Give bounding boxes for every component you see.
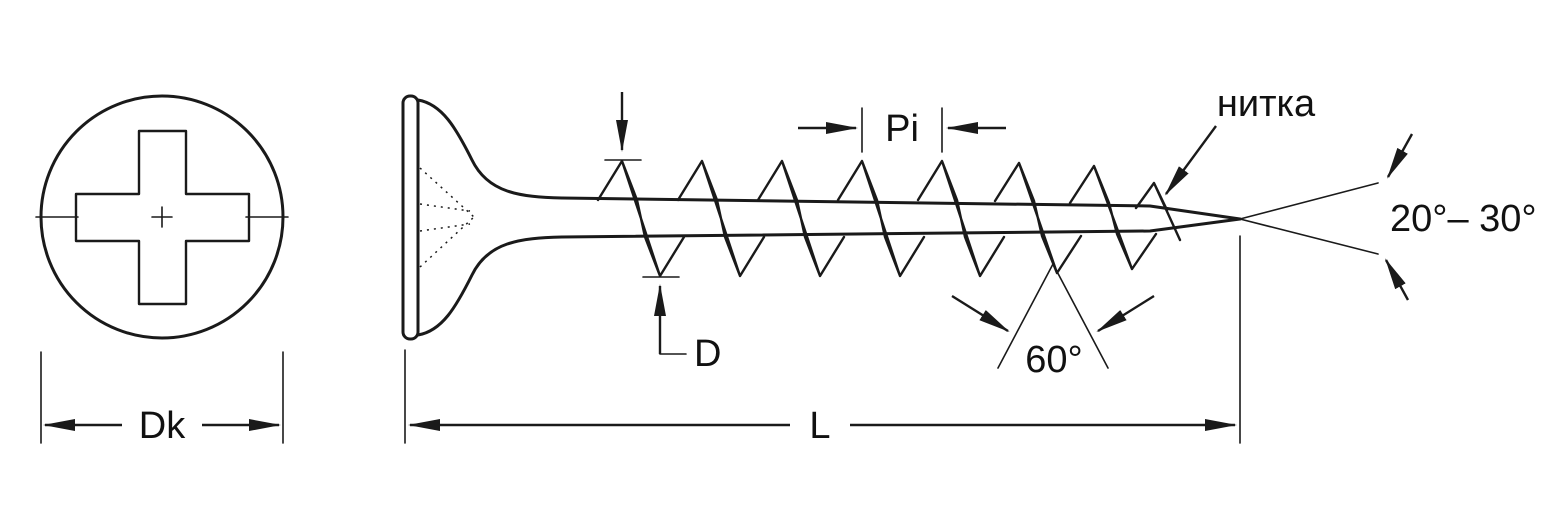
- dimension-thread-angle: 60°: [951, 263, 1155, 381]
- dimension-tip-angle: 20°– 30°: [1239, 133, 1537, 301]
- thread-blade: [916, 159, 1006, 278]
- thread-blade: [836, 159, 926, 278]
- thread-callout-arrow: [1164, 125, 1217, 196]
- head-profile-bottom: [416, 235, 564, 337]
- label-head-diameter: Dk: [139, 405, 186, 447]
- thread-angle-lines: [997, 263, 1109, 369]
- thread-blade: [1068, 164, 1158, 271]
- dimension-annotations: D Pi нитка 20°– 30° 60°: [404, 83, 1537, 447]
- head-profile-top: [416, 98, 564, 200]
- recess-hidden-lines: [419, 167, 475, 268]
- thread-blades: [596, 159, 1182, 278]
- thread-blade-tip: [1134, 181, 1182, 242]
- thread-angle-arrow-left: [951, 294, 1010, 333]
- shank-core-bottom: [560, 217, 1242, 239]
- front-view: Dk: [35, 94, 289, 447]
- thread-angle-arrow-right: [1096, 294, 1155, 333]
- label-pitch: Pi: [885, 108, 919, 150]
- thread-blade: [756, 159, 846, 278]
- thread-blade: [993, 161, 1083, 275]
- tip-angle-lines: [1239, 182, 1379, 255]
- callout-thread: нитка: [1164, 83, 1316, 196]
- dk-extension-lines: [40, 351, 284, 444]
- tip-angle-arrow-bottom: [1384, 258, 1410, 301]
- label-length: L: [809, 405, 830, 447]
- label-tip-angle: 20°– 30°: [1390, 198, 1537, 240]
- screw-head-rim: [401, 94, 420, 341]
- label-thread-diameter: D: [694, 333, 721, 375]
- phillips-recess-outline: [74, 129, 251, 306]
- dimension-thread-diameter-top: [604, 92, 642, 161]
- thread-blade: [596, 159, 686, 278]
- dimension-head-diameter: Dk: [40, 351, 284, 447]
- l-extension-lines: [404, 235, 1241, 444]
- dimension-length: L: [404, 235, 1241, 447]
- pi-extension-lines: [861, 107, 943, 153]
- side-view: [401, 94, 1242, 341]
- label-thread-angle: 60°: [1025, 339, 1082, 381]
- dimension-pitch: Pi: [798, 107, 1006, 153]
- shank-core-top: [560, 196, 1242, 221]
- tip-angle-arrow-top: [1386, 133, 1414, 179]
- center-cross-mark: [151, 206, 173, 228]
- dimension-thread-diameter: D: [642, 276, 721, 375]
- label-thread-callout: нитка: [1217, 83, 1316, 125]
- thread-blade: [676, 159, 766, 278]
